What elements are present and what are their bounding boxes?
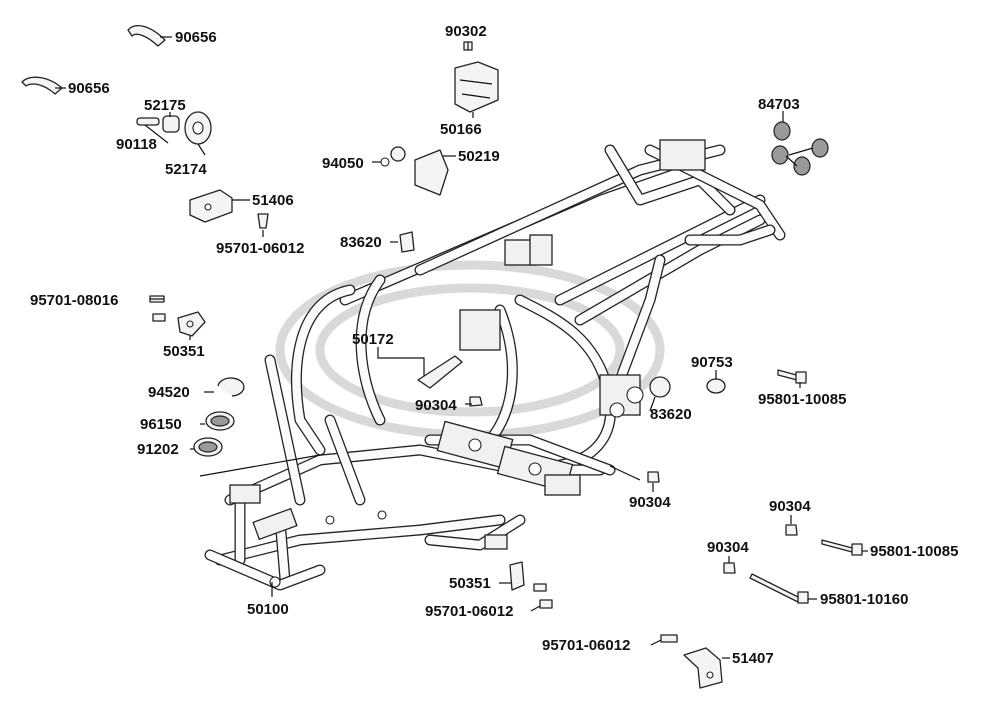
bracket-51407[interactable] [683, 647, 723, 689]
callout-label: 52174 [165, 161, 207, 178]
callout-label: 95701-08016 [30, 292, 118, 309]
callout-label: 90656 [68, 80, 110, 97]
plug-83620[interactable] [399, 231, 671, 398]
callout-label: 90753 [691, 354, 733, 371]
callout-label: 90118 [116, 136, 157, 153]
callout-label: 94050 [322, 155, 364, 172]
strap-part[interactable] [21, 25, 166, 95]
callout-label: 50219 [458, 148, 500, 165]
callout-label: 96150 [140, 416, 182, 433]
callout-label: 95701-06012 [425, 603, 513, 620]
guard-50166[interactable] [454, 41, 499, 113]
callout-label: 50351 [449, 575, 491, 592]
rubber-84703[interactable] [771, 121, 829, 176]
callout-label: 91202 [137, 441, 179, 458]
callout-label: 90304 [415, 397, 457, 414]
bearing-parts[interactable] [193, 377, 245, 457]
callout-label: 90304 [707, 539, 749, 556]
callout-label: 90656 [175, 29, 217, 46]
callout-label: 94520 [148, 384, 190, 401]
long-bolts[interactable] [749, 369, 863, 604]
callout-label: 95801-10160 [820, 591, 908, 608]
callout-label: 52175 [144, 97, 186, 114]
bracket-50351[interactable] [149, 295, 206, 337]
nuts-90304[interactable] [469, 396, 798, 574]
main-frame [204, 139, 786, 591]
callout-label: 50351 [163, 343, 205, 360]
callout-labels: 90656 90656 52175 90118 52174 51406 9570… [30, 23, 958, 667]
clip-50172[interactable] [417, 355, 463, 389]
callout-label: 90304 [629, 494, 671, 511]
leader-lines [55, 36, 868, 659]
bushing-90753[interactable] [706, 378, 726, 394]
callout-label: 95801-10085 [758, 391, 846, 408]
callout-label: 95801-10085 [870, 543, 958, 560]
bracket-51406[interactable] [189, 189, 269, 229]
callout-label: 83620 [340, 234, 382, 251]
callout-label: 84703 [758, 96, 800, 113]
bushing-parts[interactable] [136, 111, 212, 145]
callout-label: 50166 [440, 121, 482, 138]
callout-label: 51406 [252, 192, 294, 209]
callout-label: 51407 [732, 650, 774, 667]
clip-50219[interactable] [380, 146, 449, 196]
callout-label: 90302 [445, 23, 487, 40]
bracket-lower[interactable] [509, 561, 678, 643]
callout-label: 90304 [769, 498, 811, 515]
callout-label: 95701-06012 [216, 240, 304, 257]
callout-label: 95701-06012 [542, 637, 630, 654]
callout-label: 50100 [247, 601, 289, 618]
callout-label: 83620 [650, 406, 692, 423]
callout-label: 50172 [352, 331, 394, 348]
